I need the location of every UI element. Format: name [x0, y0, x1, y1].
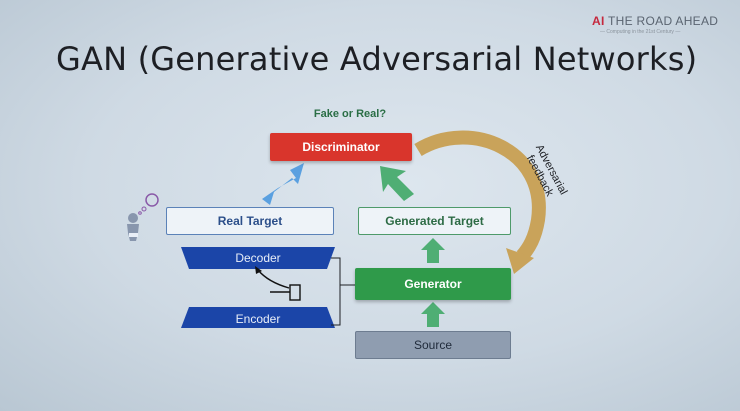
adversarial-feedback-arrowhead: [506, 248, 534, 274]
encoder-shape: [181, 307, 335, 328]
logo-text: THE ROAD AHEAD: [604, 14, 719, 28]
adversarial-feedback-arrow: [414, 130, 546, 261]
source-box: Source: [355, 331, 511, 359]
decoder-shape: [181, 247, 335, 269]
logo: AI THE ROAD AHEAD — Computing in the 21s…: [592, 14, 732, 35]
logo-subtitle: — Computing in the 21st Century —: [600, 29, 681, 35]
generated-target-box: Generated Target: [358, 207, 511, 235]
generated-to-discriminator-arrow: [380, 166, 414, 201]
source-to-generator-arrow: [421, 302, 445, 327]
encoder-label: Encoder: [235, 312, 281, 326]
codec-bracket: [331, 257, 341, 326]
fake-or-real-label: Fake or Real?: [313, 108, 387, 120]
generator-box: Generator: [355, 268, 511, 300]
real-target-box: Real Target: [166, 207, 334, 235]
discriminator-box: Discriminator: [270, 133, 412, 161]
latent-curve-arrowhead: [255, 266, 262, 274]
slide-title: GAN (Generative Adversarial Networks): [56, 40, 698, 78]
real-to-discriminator-arrow: [262, 163, 304, 205]
latent-curve-arrow: [257, 269, 290, 289]
logo-prefix: AI: [592, 14, 605, 28]
decoder-label: Decoder: [235, 251, 281, 265]
latent-box: [289, 284, 301, 301]
thinking-person-icon: [127, 193, 159, 241]
generator-to-generated-arrow: [421, 238, 445, 263]
